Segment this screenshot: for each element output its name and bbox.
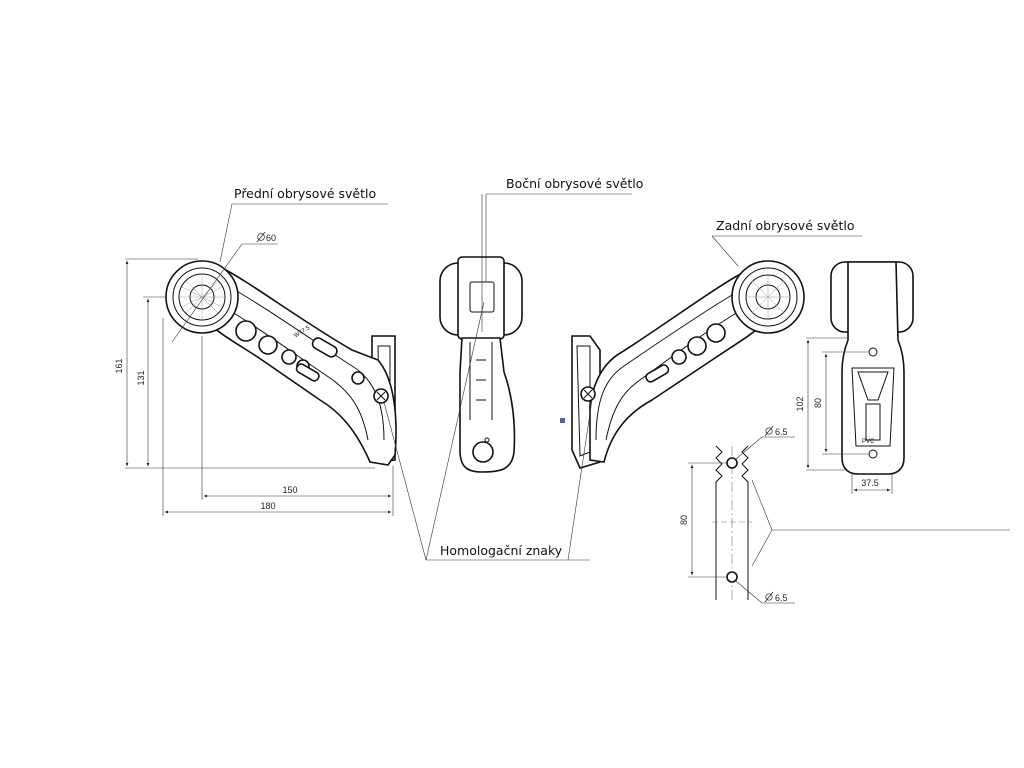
dim-hole-top: 6.5 bbox=[775, 427, 788, 437]
label-side-light: Boční obrysové světlo bbox=[506, 176, 643, 191]
diameter-symbol-icon bbox=[256, 231, 266, 243]
dim-height-161: 161 bbox=[114, 358, 124, 373]
dim-hole-bottom: 6.5 bbox=[775, 593, 788, 603]
marker-dot bbox=[560, 418, 565, 423]
diameter-symbol-icon bbox=[764, 591, 774, 603]
label-front-light: Přední obrysové světlo bbox=[234, 186, 376, 201]
back-plate-view: PVC 102 80 37.5 bbox=[795, 261, 914, 494]
dim-hole-spacing: 80 bbox=[679, 515, 689, 525]
dim-front-diameter: 60 bbox=[266, 233, 276, 243]
label-homologation: Homologační znaky bbox=[440, 543, 563, 558]
dim-width-150: 150 bbox=[282, 485, 297, 495]
label-rear-light: Zadní obrysové světlo bbox=[716, 218, 855, 233]
dim-width-180: 180 bbox=[260, 501, 275, 511]
front-view: W77.5 60 Přední obrysové světlo bbox=[114, 186, 397, 516]
dim-height-80-rear: 80 bbox=[813, 398, 823, 408]
dim-height-102: 102 bbox=[795, 396, 805, 411]
homologation-callout: Homologační znaky bbox=[383, 301, 593, 561]
diameter-symbol-icon bbox=[764, 425, 774, 437]
dim-height-131: 131 bbox=[136, 370, 146, 385]
plate-marking: PVC bbox=[862, 439, 875, 445]
side-view: Boční obrysové světlo bbox=[439, 176, 643, 473]
rear-view: Zadní obrysové světlo bbox=[571, 218, 862, 469]
drilling-template: 80 6.5 6.5 bbox=[679, 425, 1010, 604]
dim-width-37-5: 37.5 bbox=[861, 478, 879, 488]
